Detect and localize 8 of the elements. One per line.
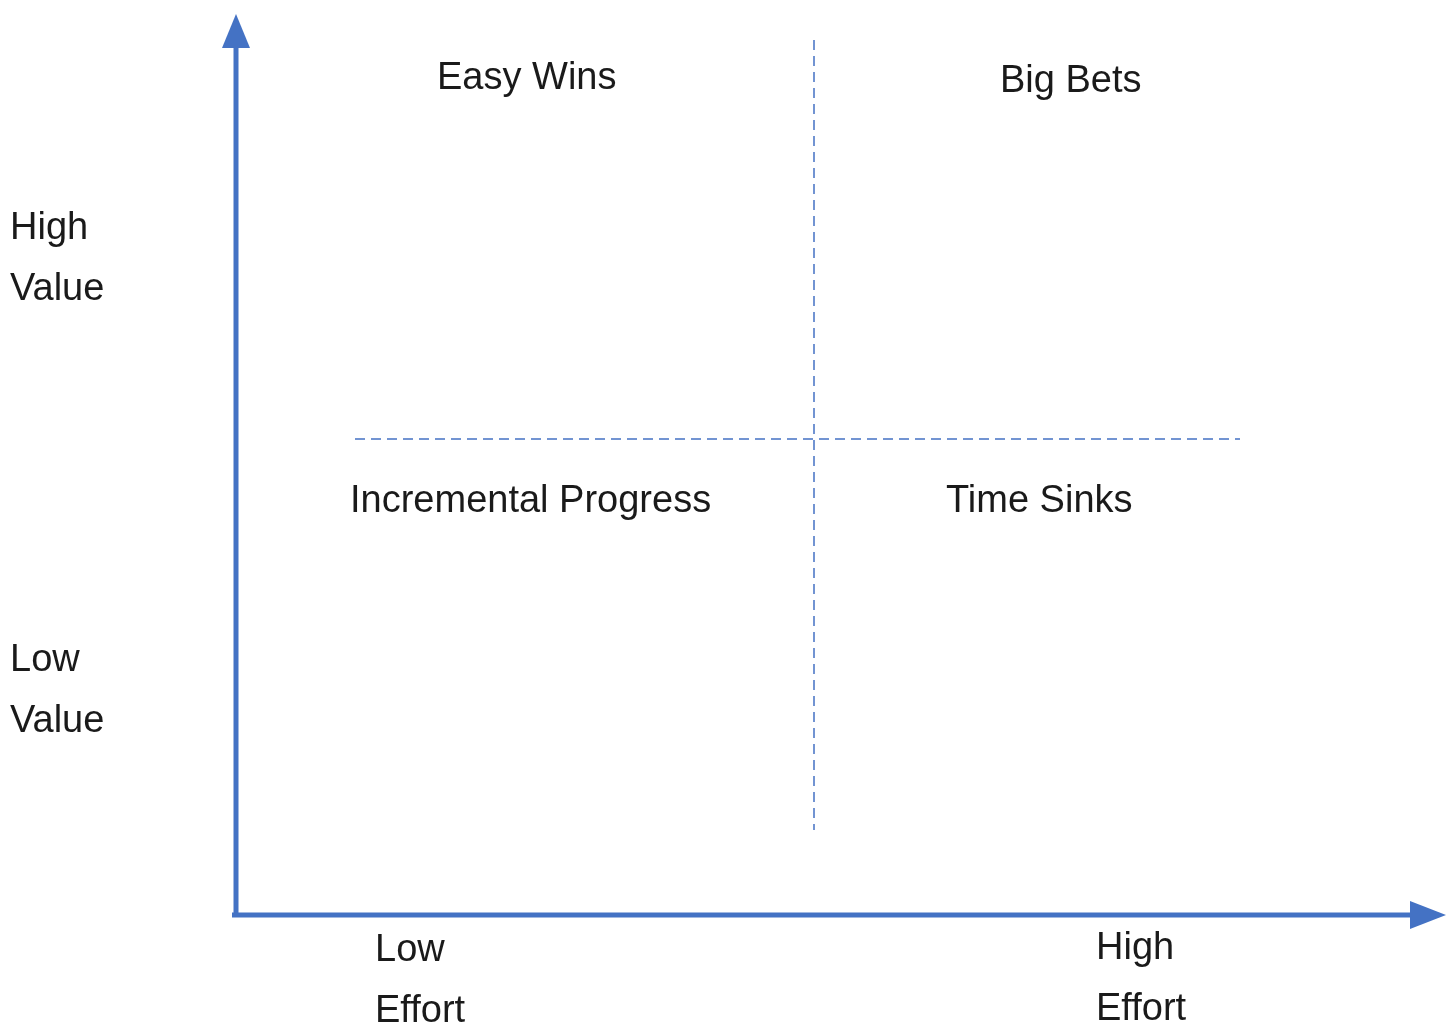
quadrant-title: Time Sinks (946, 477, 1133, 522)
quadrant-title: Easy Wins (437, 54, 617, 99)
axis-label: Low Value (10, 636, 106, 742)
quadrant-title: Big Bets (1000, 57, 1142, 102)
axis-label: Low Effort (375, 926, 467, 1027)
axis-label: High Value (10, 204, 106, 310)
axis-label: High Effort (1096, 924, 1188, 1027)
quadrant-title: Incremental Progress (350, 477, 712, 522)
